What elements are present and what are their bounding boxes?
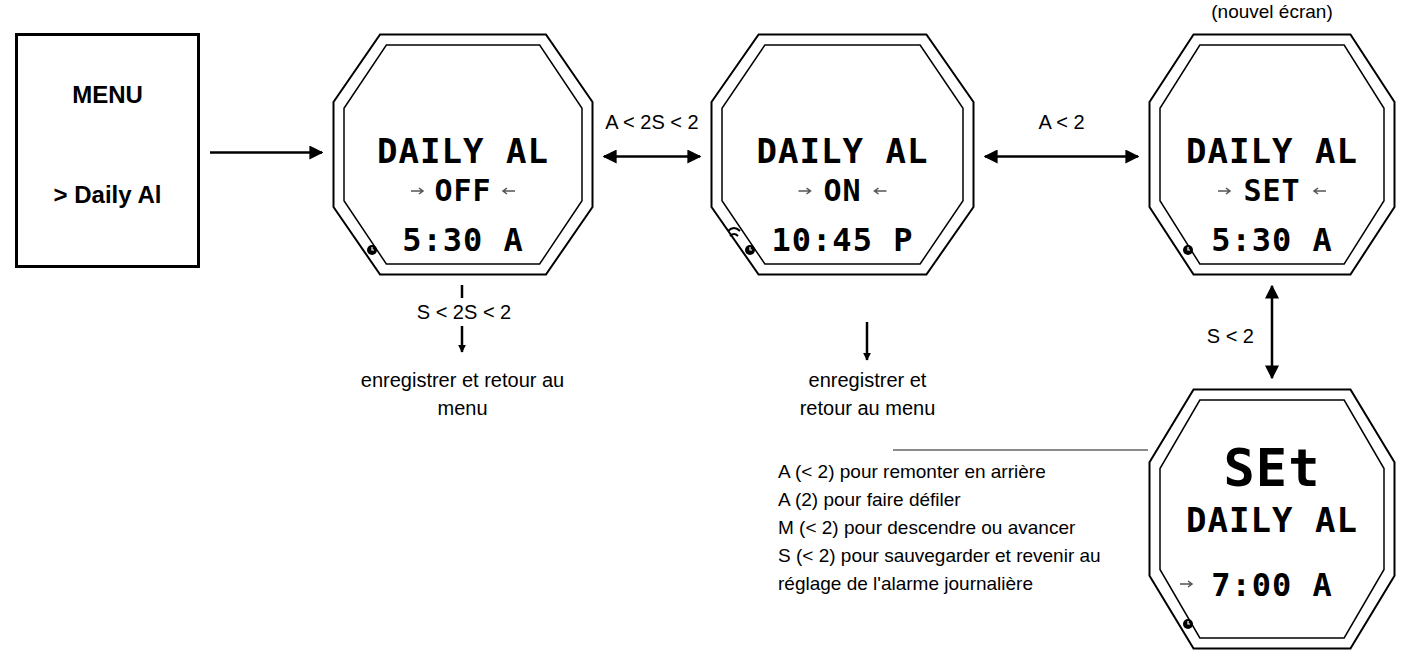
alarm-icon bbox=[728, 228, 740, 236]
lcd-text: DAILY AL bbox=[1148, 500, 1396, 540]
lcd-text: SEt bbox=[1148, 438, 1396, 498]
watch-screen: DAILY ALON 10:45 P bbox=[710, 33, 975, 276]
selector-arrow bbox=[1218, 188, 1230, 194]
button-label: S < 2 bbox=[1205, 325, 1256, 348]
watch-screen: (nouvel écran)DAILY ALSET5:30 A bbox=[1148, 33, 1396, 276]
selector-arrow bbox=[411, 188, 423, 194]
watch-screen: SEtDAILY AL 7:00 A bbox=[1148, 388, 1396, 650]
instruction-text: A (< 2) pour remonter en arrière bbox=[778, 458, 1146, 486]
transition-arrow bbox=[210, 151, 322, 154]
watch-screen: DAILY ALOFF 5:30 A bbox=[332, 33, 594, 276]
selector-arrow bbox=[875, 188, 887, 194]
transition-arrow bbox=[985, 155, 1138, 158]
clock-icon bbox=[367, 245, 377, 255]
lcd-text: 5:30 A bbox=[332, 221, 594, 259]
clock-icon bbox=[1183, 245, 1193, 255]
menu-box: MENU > Daily Al bbox=[15, 33, 200, 268]
instruction-text: M (< 2) pour descendre ou avancer bbox=[778, 514, 1146, 542]
lcd-text: OFF bbox=[332, 173, 594, 208]
save-arrow bbox=[866, 322, 869, 360]
lcd-text: DAILY AL bbox=[1148, 131, 1396, 171]
instruction-text: S (< 2) pour sauvegarder et revenir au r… bbox=[778, 542, 1146, 598]
menu-title: MENU bbox=[18, 81, 197, 109]
clock-hand bbox=[1188, 621, 1190, 624]
screen-caption: (nouvel écran) bbox=[1148, 1, 1396, 23]
clock-icon bbox=[1183, 619, 1193, 629]
button-label: S < 2S < 2 bbox=[400, 298, 528, 326]
clock-hand bbox=[1188, 247, 1190, 250]
lcd-text: ON bbox=[710, 173, 975, 208]
lcd-text: 10:45 P bbox=[710, 221, 975, 259]
transition-arrow bbox=[604, 155, 700, 158]
selector-arrow bbox=[503, 188, 515, 194]
selector-arrow bbox=[1314, 188, 1326, 194]
button-label: A < 2 bbox=[1036, 111, 1086, 134]
lcd-text: 5:30 A bbox=[1148, 221, 1396, 259]
note-text: enregistrer et retour au menu bbox=[355, 366, 570, 422]
lcd-text: 7:00 A bbox=[1148, 566, 1396, 604]
instruction-text: A (2) pour faire défiler bbox=[778, 486, 1146, 514]
clock-hand bbox=[750, 247, 752, 250]
button-label: A < 2S < 2 bbox=[603, 111, 700, 134]
selector-arrow bbox=[799, 188, 811, 194]
menu-item: > Daily Al bbox=[18, 181, 197, 209]
lcd-text: DAILY AL bbox=[710, 131, 975, 171]
clock-icon bbox=[745, 245, 755, 255]
note-text: enregistrer et retour au menu bbox=[785, 366, 950, 422]
clock-hand bbox=[372, 247, 374, 250]
lcd-text: DAILY AL bbox=[332, 131, 594, 171]
transition-arrow bbox=[1271, 286, 1274, 378]
lcd-text: SET bbox=[1148, 173, 1396, 208]
selector-arrow bbox=[1180, 581, 1192, 587]
